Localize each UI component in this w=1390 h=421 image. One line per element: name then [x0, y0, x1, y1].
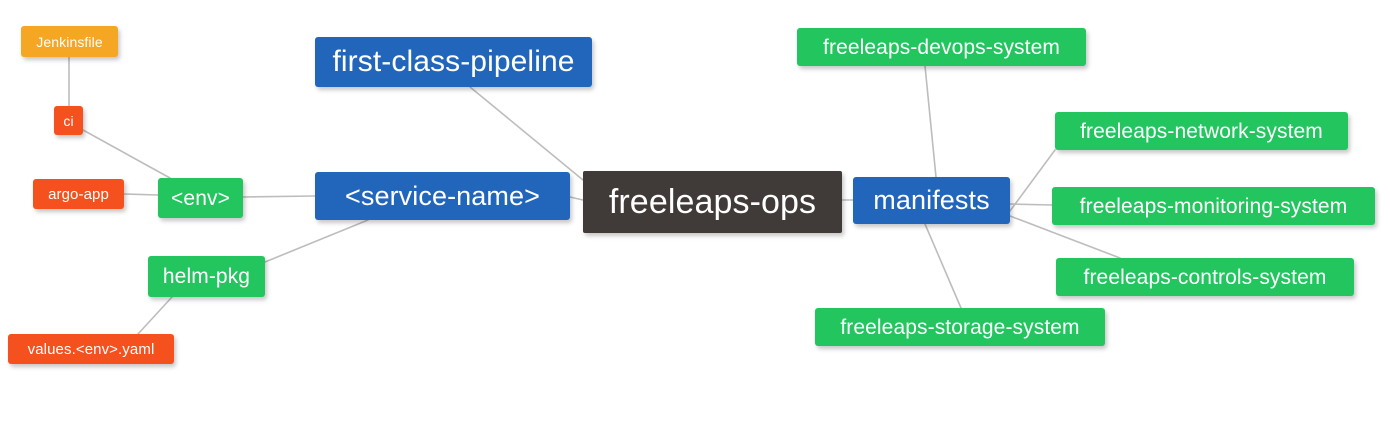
node-label: freeleaps-controls-system: [1083, 265, 1327, 289]
edge-manifests-network: [1009, 149, 1056, 212]
node-freeleaps-ops[interactable]: freeleaps-ops: [583, 171, 842, 233]
node-ci[interactable]: ci: [54, 106, 83, 135]
node-manifests[interactable]: manifests: [853, 177, 1010, 224]
node-label: helm-pkg: [162, 265, 251, 288]
edge-manifests-monitoring: [1009, 203, 1053, 206]
node-service-name[interactable]: <service-name>: [315, 172, 570, 220]
edge-env-ci: [82, 129, 171, 179]
node-label: freeleaps-devops-system: [823, 35, 1060, 59]
node-label: freeleaps-monitoring-system: [1079, 194, 1348, 218]
node-values-env-yaml[interactable]: values.<env>.yaml: [8, 334, 174, 364]
node-first-class-pipeline[interactable]: first-class-pipeline: [315, 37, 592, 87]
node-freeleaps-network-system[interactable]: freeleaps-network-system: [1055, 112, 1348, 150]
node-freeleaps-monitoring-system[interactable]: freeleaps-monitoring-system: [1052, 187, 1375, 225]
edge-service-env: [242, 195, 316, 198]
node-label: values.<env>.yaml: [27, 340, 155, 358]
node-env[interactable]: <env>: [158, 178, 243, 218]
node-label: freeleaps-network-system: [1080, 119, 1323, 143]
node-label: Jenkinsfile: [36, 33, 103, 50]
node-label: freeleaps-ops: [608, 183, 817, 221]
node-label: <env>: [171, 186, 230, 210]
node-jenkinsfile[interactable]: Jenkinsfile: [21, 26, 118, 57]
edge-manifests-storage: [924, 223, 962, 309]
node-label: manifests: [873, 185, 990, 215]
node-argo-app[interactable]: argo-app: [33, 179, 124, 209]
node-label: <service-name>: [345, 180, 540, 211]
node-label: freeleaps-storage-system: [840, 315, 1080, 339]
edge-root-pipeline: [469, 86, 584, 181]
node-label: ci: [63, 112, 74, 129]
edge-helm-values: [137, 296, 173, 335]
edge-manifests-devops: [924, 65, 937, 178]
edge-root-service: [569, 196, 584, 201]
edge-env-argo: [123, 193, 159, 196]
node-label: argo-app: [48, 185, 109, 203]
node-freeleaps-controls-system[interactable]: freeleaps-controls-system: [1056, 258, 1354, 296]
node-freeleaps-storage-system[interactable]: freeleaps-storage-system: [815, 308, 1105, 346]
node-freeleaps-devops-system[interactable]: freeleaps-devops-system: [797, 28, 1086, 66]
node-helm-pkg[interactable]: helm-pkg: [148, 256, 265, 297]
node-label: first-class-pipeline: [332, 45, 575, 78]
edge-service-helm: [264, 219, 369, 263]
